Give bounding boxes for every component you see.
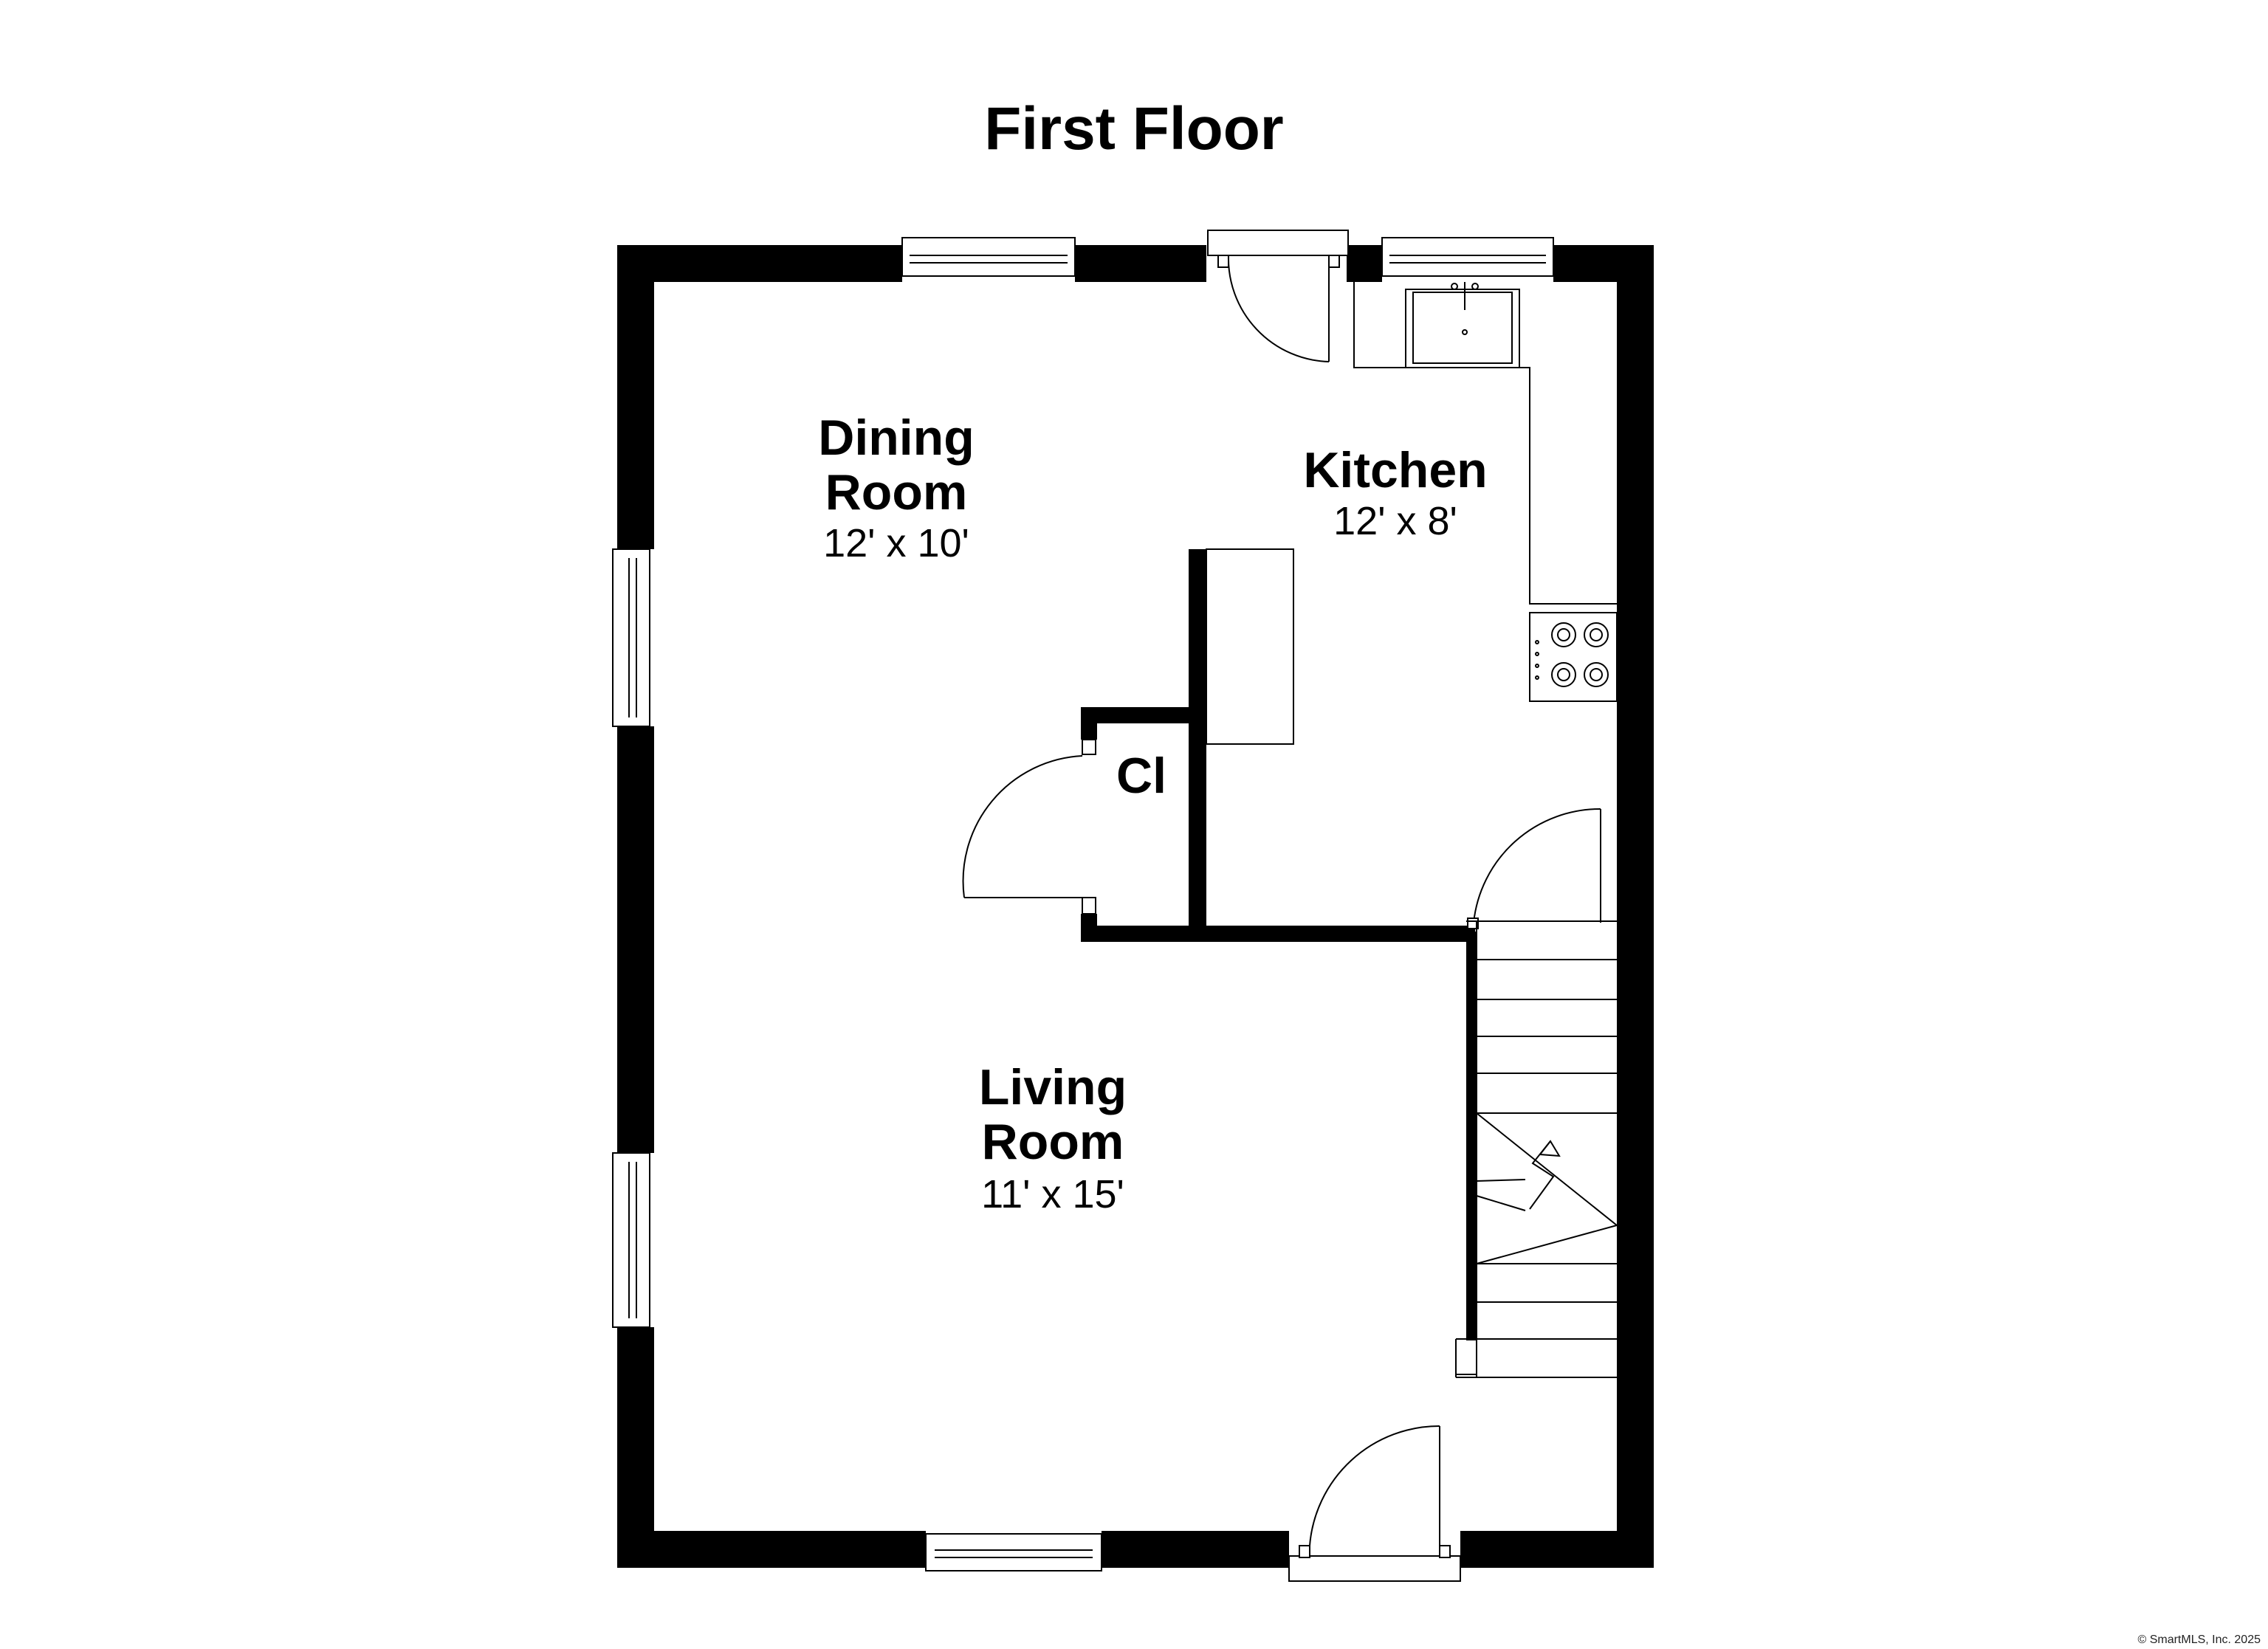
- kitchen-counter: [1353, 282, 1617, 605]
- door-kitchen-stair: [1473, 808, 1601, 923]
- dining-room-name-2: Room: [825, 464, 968, 520]
- window-top-left: [901, 237, 1076, 277]
- kitchen-label: Kitchen 12' x 8': [1303, 442, 1487, 543]
- dining-room-label: Dining Room 12' x 10': [818, 410, 975, 565]
- cabinet-box: [1206, 548, 1294, 745]
- dining-room-name-1: Dining: [818, 410, 975, 466]
- exterior-walls: [617, 245, 1654, 1568]
- living-room-name-2: Room: [982, 1114, 1124, 1170]
- interior-walls: [1081, 549, 1477, 1340]
- window-bottom: [925, 1533, 1102, 1571]
- kitchen-size: 12' x 8': [1333, 499, 1457, 543]
- kitchen-name: Kitchen: [1303, 442, 1487, 498]
- window-left-dining: [612, 548, 650, 727]
- closet-name: Cl: [1116, 748, 1166, 804]
- door-closet: [962, 739, 1096, 915]
- door-top: [1207, 230, 1349, 362]
- living-room-size: 11' x 15': [981, 1172, 1124, 1216]
- closet-label: Cl: [1116, 748, 1166, 804]
- sink-icon: [1405, 282, 1520, 368]
- windows: [612, 237, 1554, 1571]
- copyright-notice: © SmartMLS, Inc. 2025: [2137, 1633, 2261, 1646]
- living-room-name-1: Living: [979, 1059, 1127, 1115]
- window-top-kitchen: [1381, 237, 1554, 277]
- plan-title: First Floor: [984, 95, 1283, 162]
- door-bottom: [1288, 1425, 1461, 1582]
- living-room-label: Living Room 11' x 15': [979, 1059, 1127, 1216]
- dining-room-size: 12' x 10': [823, 521, 969, 565]
- stove-icon: [1529, 612, 1618, 702]
- window-left-living: [612, 1152, 650, 1328]
- staircase: [1455, 918, 1618, 1378]
